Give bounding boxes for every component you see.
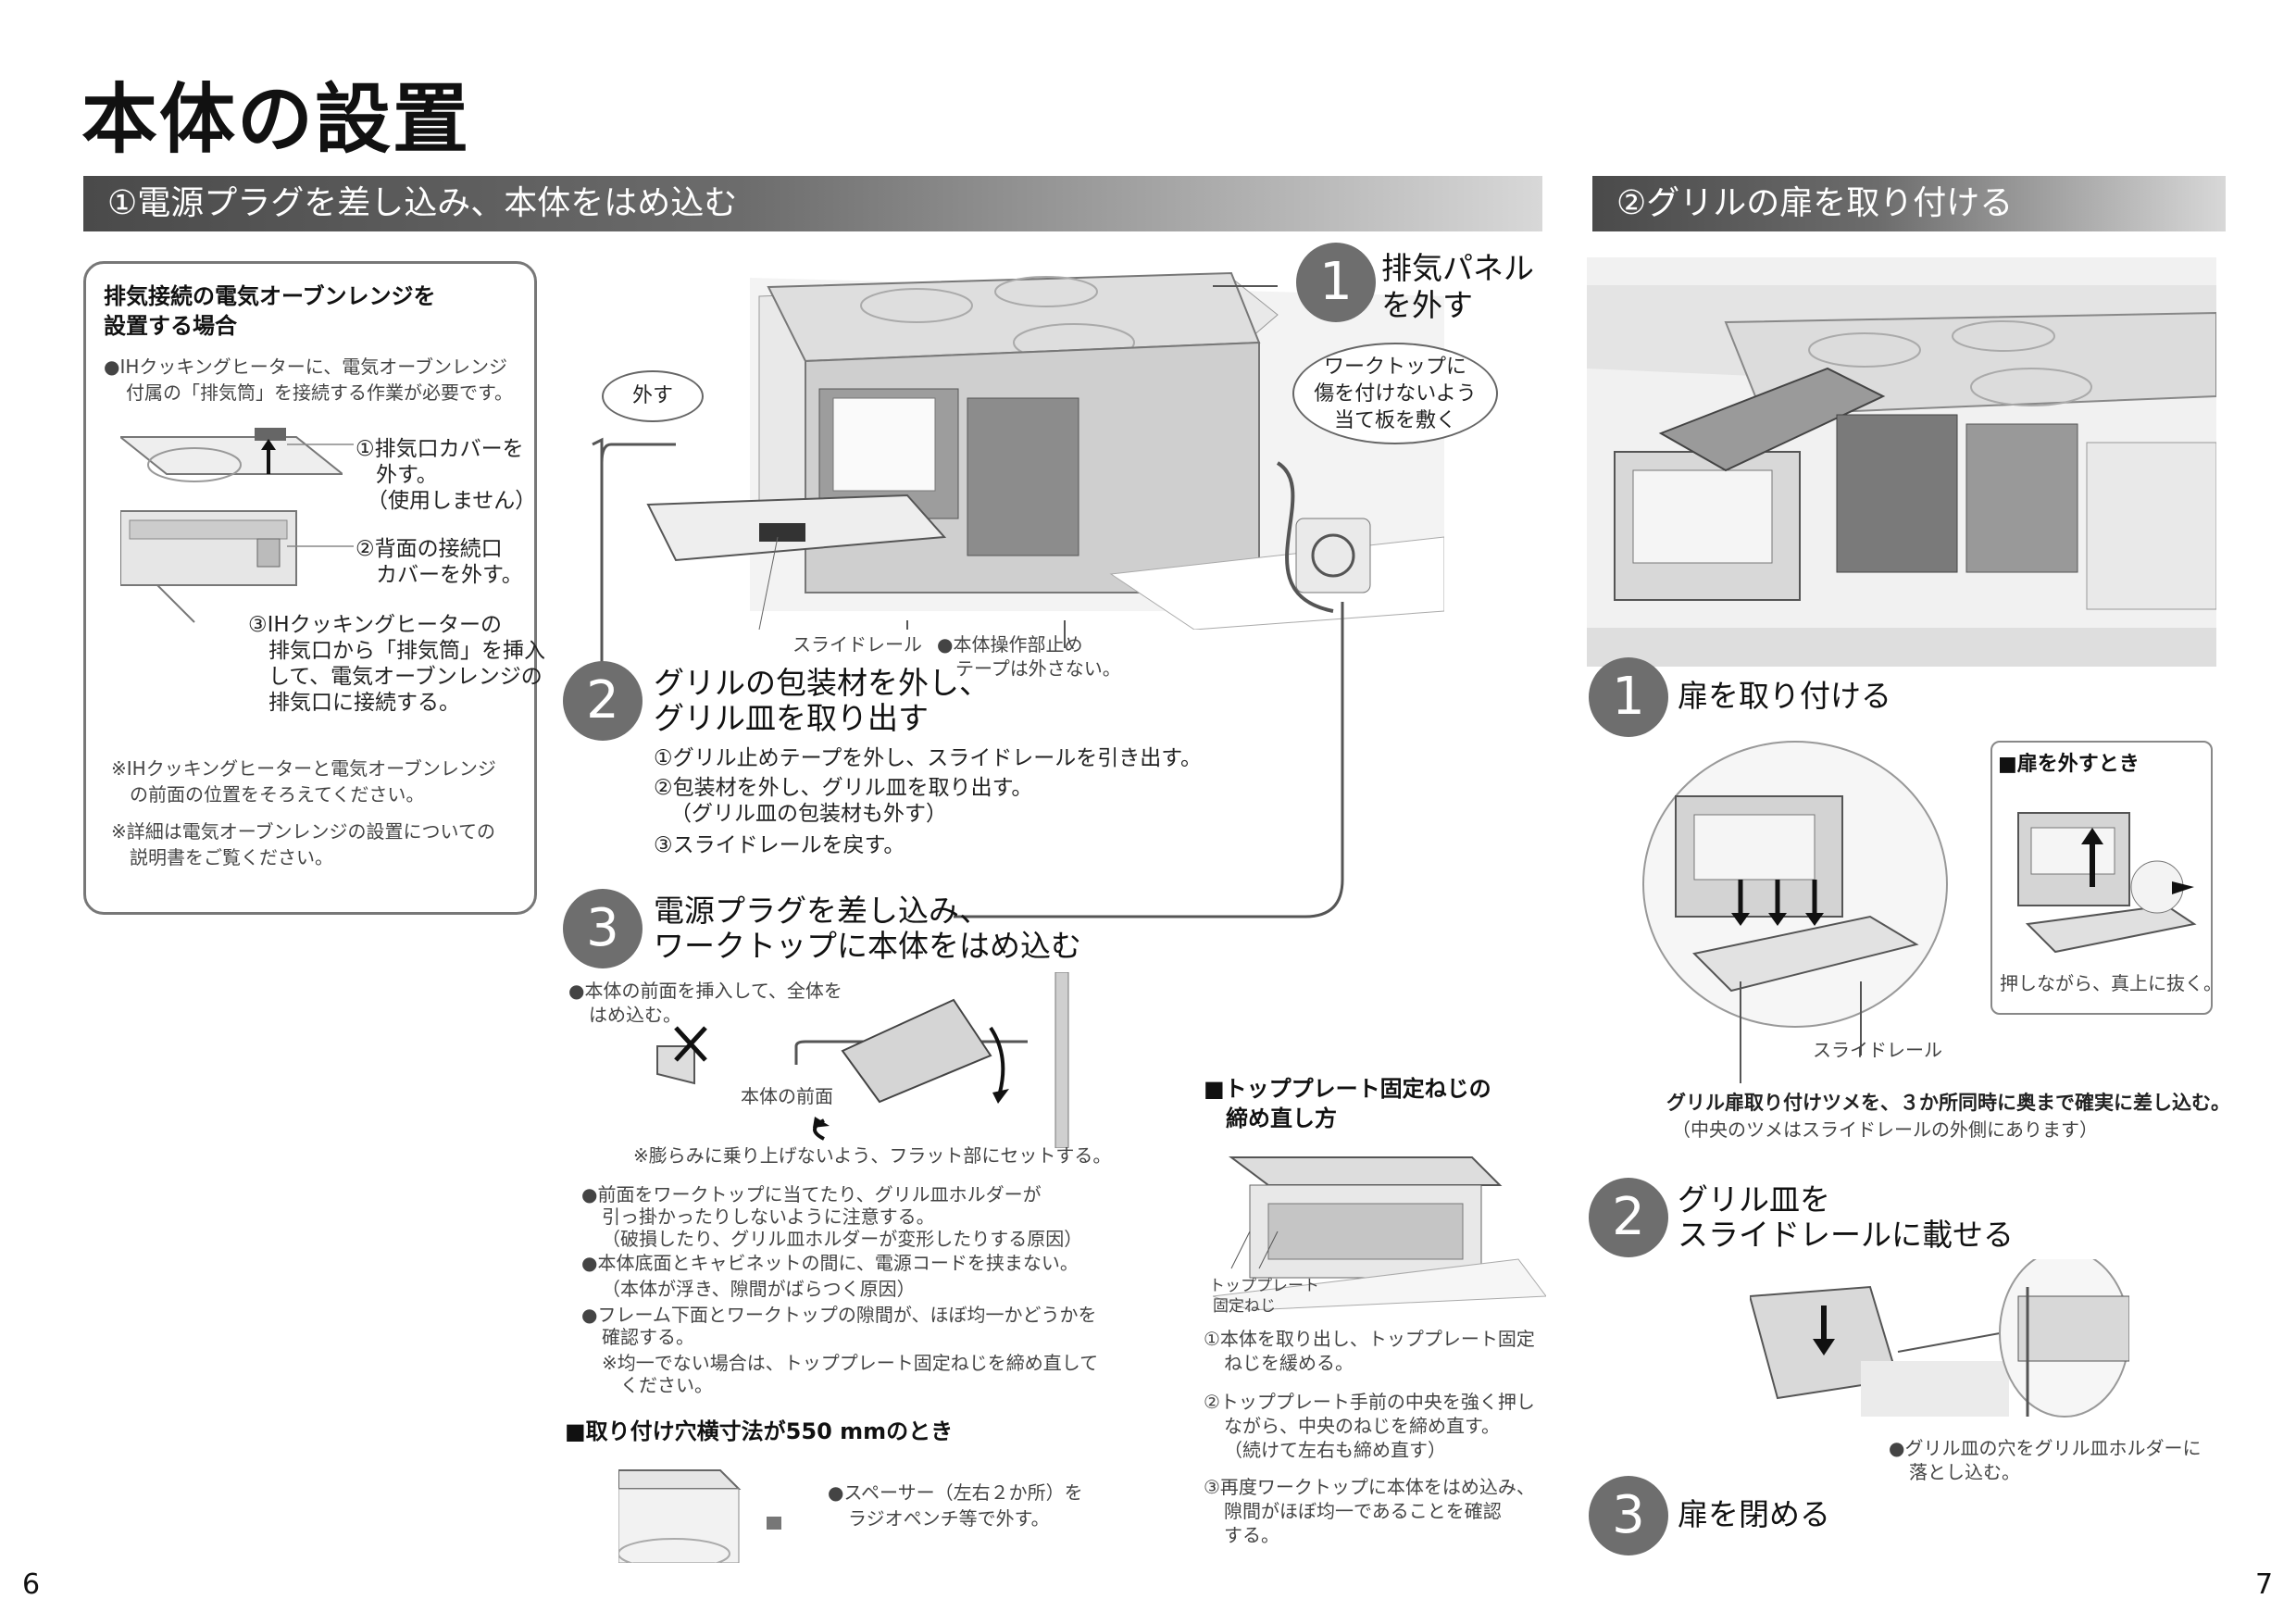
sub550-heading: ■取り付け穴横寸法が550 mmのとき: [565, 1418, 954, 1444]
topplate-screw-illustration: [1213, 1156, 1546, 1311]
topplate-s3-line1: ③再度ワークトップに本体をはめ込み、: [1204, 1476, 1535, 1498]
section1-step1-number: 1: [1296, 243, 1376, 322]
section1-heading: ①電源プラグを差し込み、本体をはめ込む: [83, 176, 1542, 231]
section1-step2-item2: ②包装材を外し、グリル皿を取り出す。: [654, 776, 1033, 800]
box-label2-line1: ②背面の接続口: [356, 537, 503, 561]
topplate-s1-line2: ねじを緩める。: [1224, 1352, 1354, 1374]
door-rail-label: スライドレール: [1813, 1039, 1942, 1061]
topplate-screw-label-line1: トッププレート: [1209, 1277, 1319, 1295]
section2-heading: ②グリルの扉を取り付ける: [1592, 176, 2226, 231]
box-label3-line3: して、電気オーブンレンジの: [268, 665, 543, 689]
box-note1-line2: の前面の位置をそろえてください。: [130, 783, 425, 806]
label-tape-line1: ●本体操作部止め: [937, 633, 1083, 656]
box-note2-line1: ※詳細は電気オーブンレンジの設置についての: [111, 820, 495, 843]
box-label1-line1: ①排気口カバーを: [356, 437, 524, 461]
callout-protect-board: ワークトップに 傷を付けないよう 当て板を敷く: [1292, 343, 1498, 444]
page-number-left: 6: [22, 1568, 41, 1601]
section2-step2-number: 2: [1589, 1178, 1668, 1257]
main-install-illustration: [646, 271, 1444, 630]
step3-bullet3-line4: ください。: [620, 1374, 713, 1396]
section1-step3-number: 3: [563, 889, 643, 968]
grill-tray-note-line1: ●グリル皿の穴をグリル皿ホルダーに: [1889, 1437, 2202, 1459]
step3-insert-line1: ●本体の前面を挿入して、全体を: [568, 980, 842, 1002]
step3-bullet1-line2: 引っ掛かったりしないように注意する。: [602, 1206, 935, 1228]
topplate-s3-line3: する。: [1224, 1524, 1279, 1546]
callout-protect-line3: 当て板を敷く: [1333, 409, 1456, 432]
box-intro-line2: 付属の「排気筒」を接続する作業が必要です。: [126, 381, 513, 404]
step3-insert-line2: はめ込む。: [589, 1004, 681, 1026]
section1-step2-title-line2: グリル皿を取り出す: [654, 700, 929, 736]
callout-protect-line1: ワークトップに: [1323, 356, 1466, 379]
section1-step3-title-line1: 電源プラグを差し込み、: [654, 893, 990, 929]
sub550-note-line2: ラジオペンチ等で外す。: [848, 1507, 1050, 1530]
topplate-s2-line3: （続けて左右も締め直す）: [1224, 1439, 1446, 1461]
box-title-line2: 設置する場合: [104, 313, 237, 339]
topplate-s3-line2: 隙間がほぼ均一であることを確認: [1224, 1500, 1502, 1522]
door-remove-heading: ■扉を外すとき: [1998, 753, 2140, 776]
step3-bullet1-line3: （破損したり、グリル皿ホルダーが変形したりする原因）: [602, 1228, 1083, 1250]
box-intro-line1: ●IHクッキングヒーターに、電気オーブンレンジ: [104, 356, 507, 378]
step3-bullet3-line1: ●フレーム下面とワークトップの隙間が、ほぼ均一かどうかを: [581, 1304, 1097, 1326]
callout-remove: 外す: [602, 370, 704, 422]
oven-range-info-box: [83, 261, 537, 915]
label-tape-line2: テープは外さない。: [955, 657, 1121, 680]
topplate-s2-line2: ながら、中央のねじを締め直す。: [1224, 1415, 1500, 1437]
step3-front-label: 本体の前面: [741, 1085, 833, 1107]
section1-step3-title-line2: ワークトップに本体をはめ込む: [654, 928, 1081, 964]
section2-step2-title-line2: スライドレールに載せる: [1678, 1217, 2014, 1253]
section1-step2-item1: ①グリル止めテープを外し、スライドレールを引き出す。: [654, 746, 1202, 770]
page-number-right: 7: [2255, 1568, 2274, 1601]
box-label1-line2: 外す。: [376, 463, 438, 487]
grill-door-illustration: [1587, 257, 2216, 667]
label-slide-rail: スライドレール: [792, 633, 922, 656]
exhaust-connection-illustration: [120, 428, 343, 623]
section2-step1-number: 1: [1589, 657, 1668, 737]
insert-front-illustration: [656, 972, 1069, 1148]
box-note1-line1: ※IHクッキングヒーターと電気オーブンレンジ: [111, 757, 496, 780]
door-note-line1: グリル扉取り付けツメを、３か所同時に奥まで確実に差し込む。: [1666, 1092, 2230, 1114]
step3-bullet3-line2: 確認する。: [602, 1326, 694, 1348]
section2-step3-title: 扉を閉める: [1678, 1496, 1830, 1532]
section1-step2-number: 2: [563, 661, 643, 741]
section1-step1-title-line2: を外す: [1381, 287, 1473, 323]
sub550-note-line1: ●スペーサー（左右２か所）を: [828, 1481, 1083, 1504]
box-note2-line2: 説明書をご覧ください。: [130, 846, 333, 868]
spacer-illustration: [618, 1469, 781, 1563]
section1-step1-title-line1: 排気パネル: [1381, 250, 1534, 286]
step3-bullet2-line2: （本体が浮き、隙間がばらつく原因）: [602, 1278, 916, 1300]
door-remove-caption: 押しながら、真上に抜く。: [2000, 972, 2222, 994]
section2-step2-title-line1: グリル皿を: [1678, 1181, 1830, 1218]
step3-bullet2-line1: ●本体底面とキャビネットの間に、電源コードを挟まない。: [581, 1252, 1079, 1274]
page-title: 本体の設置: [81, 76, 471, 164]
grill-tray-illustration: [1750, 1259, 2129, 1418]
topplate-heading-line2: 締め直し方: [1226, 1106, 1337, 1131]
section2-step1-title: 扉を取り付ける: [1678, 678, 1891, 714]
topplate-s2-line1: ②トッププレート手前の中央を強く押し: [1204, 1391, 1535, 1413]
section1-step2-title-line1: グリルの包装材を外し、: [654, 665, 990, 701]
topplate-heading-line1: ■トッププレート固定ねじの: [1204, 1076, 1491, 1102]
door-note-line2: （中央のツメはスライドレールの外側にあります）: [1672, 1118, 2098, 1141]
section2-step3-number: 3: [1589, 1476, 1668, 1555]
step3-bullet1-line1: ●前面をワークトップに当てたり、グリル皿ホルダーが: [581, 1183, 1042, 1206]
section1-step2-item3: ③スライドレールを戻す。: [654, 833, 905, 857]
step3-swell-note: ※膨らみに乗り上げないよう、フラット部にセットする。: [633, 1144, 1112, 1167]
box-title-line1: 排気接続の電気オーブンレンジを: [104, 283, 436, 309]
box-label2-line2: カバーを外す。: [376, 563, 523, 587]
topplate-s1-line1: ①本体を取り出し、トッププレート固定: [1204, 1328, 1535, 1350]
section1-step2-item2b: （グリル皿の包装材も外す）: [670, 802, 947, 826]
box-label1-line3: （使用しません）: [367, 489, 537, 513]
step3-bullet3-line3: ※均一でない場合は、トッププレート固定ねじを締め直して: [602, 1352, 1099, 1374]
topplate-screw-label-line2: 固定ねじ: [1213, 1297, 1276, 1316]
door-remove-illustration: [2017, 812, 2197, 954]
box-label3-line2: 排気口から「排気筒」を挿入: [268, 639, 545, 663]
box-label3-line1: ③IHクッキングヒーターの: [248, 613, 503, 637]
grill-tray-note-line2: 落とし込む。: [1909, 1461, 2020, 1483]
box-label3-line4: 排気口に接続する。: [268, 691, 460, 715]
callout-protect-line2: 傷を付けないよう: [1314, 382, 1477, 406]
